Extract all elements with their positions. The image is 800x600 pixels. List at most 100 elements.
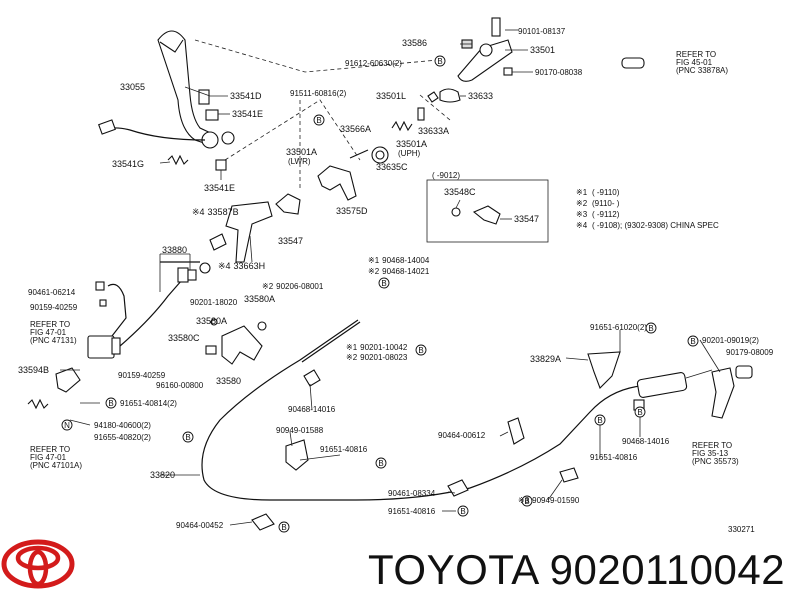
svg-text:B: B bbox=[648, 324, 653, 333]
label-91612-60630: 91612-60630(2) bbox=[345, 59, 402, 68]
bushing-33541E-top bbox=[205, 109, 219, 121]
svg-text:REFER TO: REFER TO bbox=[30, 445, 70, 454]
bushing-33580C bbox=[205, 345, 217, 355]
label-33501A-uph-suffix: (UPH) bbox=[398, 149, 421, 158]
switch-33880-drawing bbox=[87, 261, 200, 359]
svg-text:FIG 47-01: FIG 47-01 bbox=[30, 453, 67, 462]
svg-text:B: B bbox=[185, 433, 190, 442]
bushing-33541E-bot bbox=[215, 159, 227, 171]
clip-90464-00612 bbox=[507, 417, 525, 445]
label-33541E-top: 33541E bbox=[232, 109, 263, 119]
clip-90468-14016-a bbox=[303, 369, 321, 387]
label-33541D: 33541D bbox=[230, 91, 262, 101]
refer-note-fig-35-13: REFER TO FIG 35-13 (PNC 35573) bbox=[692, 441, 739, 466]
label-33501: 33501 bbox=[530, 45, 555, 55]
legend-row-4: ※4 ( -9108); (9302-9308) CHINA SPEC bbox=[576, 221, 719, 230]
dashed-leader bbox=[224, 99, 361, 161]
cable-33820-drawing bbox=[201, 319, 713, 501]
svg-text:B: B bbox=[378, 459, 383, 468]
bushing-33580A-top bbox=[257, 321, 267, 331]
svg-text:( -9112): ( -9112) bbox=[592, 210, 620, 219]
svg-text:B: B bbox=[690, 337, 695, 346]
label-90464-00452: 90464-00452 bbox=[176, 521, 224, 530]
marker-b: B bbox=[521, 495, 533, 507]
svg-text:B: B bbox=[524, 497, 529, 506]
label-94180-40600: 94180-40600(2) bbox=[94, 421, 151, 430]
bracket-33580 bbox=[221, 325, 263, 365]
svg-text:(PNC 33878A): (PNC 33878A) bbox=[676, 66, 728, 75]
label-90159-40259-a: 90159-40259 bbox=[30, 303, 78, 312]
bolt-33587B bbox=[209, 233, 227, 251]
lever-33055-drawing bbox=[98, 30, 235, 149]
label-33635C: 33635C bbox=[376, 162, 408, 172]
washer-90201-18020 bbox=[199, 262, 211, 274]
svg-text:※4: ※4 bbox=[576, 221, 588, 230]
label-33575D: 33575D bbox=[336, 206, 368, 216]
clip-90461-06214 bbox=[95, 281, 105, 291]
svg-text:B: B bbox=[637, 408, 642, 417]
clip-90461-08334 bbox=[447, 479, 469, 497]
marker-b: B bbox=[378, 277, 390, 289]
label-91651-40816-b: 91651-40816 bbox=[590, 453, 638, 462]
bushing-33541D bbox=[198, 89, 210, 105]
label-33633: 33633 bbox=[468, 91, 493, 101]
legend-row-3: ※3 ( -9112) bbox=[576, 210, 620, 219]
svg-text:※3: ※3 bbox=[576, 210, 588, 219]
refer-note-fig-47-01-b: REFER TO FIG 47-01 (PNC 47101A) bbox=[30, 445, 82, 470]
svg-text:( -9110): ( -9110) bbox=[592, 188, 620, 197]
leader-lines bbox=[60, 29, 721, 526]
svg-text:( -9108); (9302-9308): ( -9108); (9302-9308) CHINA SPEC bbox=[592, 221, 719, 230]
legend-row-1: ※1 ( -9110) bbox=[576, 188, 620, 197]
label-90179-08009: 90179-08009 bbox=[726, 348, 774, 357]
label-33501A-lwr-suffix: (LWR) bbox=[288, 157, 311, 166]
svg-text:B: B bbox=[460, 507, 465, 516]
marker-b: B bbox=[687, 335, 699, 347]
label-33580: 33580 bbox=[216, 376, 241, 386]
svg-text:(PNC 47101A): (PNC 47101A) bbox=[30, 461, 82, 470]
marker-b: B bbox=[457, 505, 469, 517]
label-90468-14016-a: 90468-14016 bbox=[288, 405, 336, 414]
legend-row-2: ※2 (9110- ) bbox=[576, 199, 620, 208]
svg-text:B: B bbox=[381, 279, 386, 288]
label-90159-40259-b: 90159-40259 bbox=[118, 371, 166, 380]
label-33580C: 33580C bbox=[168, 333, 200, 343]
label-90201-09019: 90201-09019(2) bbox=[702, 336, 759, 345]
refer-note-fig-45-01: REFER TO FIG 45-01 (PNC 33878A) bbox=[676, 50, 728, 75]
svg-text:B: B bbox=[418, 346, 423, 355]
marker-b: B bbox=[182, 431, 194, 443]
svg-text:FIG 45-01: FIG 45-01 bbox=[676, 58, 713, 67]
label-33633A: 33633A bbox=[418, 126, 449, 136]
svg-text:B: B bbox=[281, 523, 286, 532]
label-33501L: 33501L bbox=[376, 91, 406, 101]
label-33566A: 33566A bbox=[340, 124, 371, 134]
svg-text:REFER TO: REFER TO bbox=[30, 320, 70, 329]
toyota-logo bbox=[1, 539, 75, 589]
svg-text:(9110- ): (9110- ) bbox=[592, 199, 620, 208]
lever-33501-drawing bbox=[457, 17, 513, 82]
label-33820: 33820 bbox=[150, 470, 175, 480]
spring-33541G bbox=[167, 154, 189, 166]
marker-b: B bbox=[278, 521, 290, 533]
label-33055: 33055 bbox=[120, 82, 145, 92]
label-91651-40816-a: 91651-40816 bbox=[320, 445, 368, 454]
svg-text:B: B bbox=[597, 416, 602, 425]
clip-90159-40259 bbox=[99, 299, 107, 307]
label-ref-number: 330271 bbox=[728, 525, 755, 534]
label-33547-inset: 33547 bbox=[514, 214, 539, 224]
marker-b: B bbox=[434, 55, 446, 67]
label-33501A-lwr: 33501A bbox=[286, 147, 317, 157]
marker-b: B bbox=[375, 457, 387, 469]
link-33633 bbox=[439, 88, 461, 103]
washer-33580A bbox=[210, 318, 218, 326]
svg-text:B: B bbox=[437, 57, 442, 66]
bushing-33635C-inner bbox=[375, 150, 385, 160]
spring-94180 bbox=[27, 398, 49, 410]
marker-b: B bbox=[415, 344, 427, 356]
bracket-rear bbox=[711, 367, 735, 419]
label-90201-18020: 90201-18020 bbox=[190, 298, 238, 307]
